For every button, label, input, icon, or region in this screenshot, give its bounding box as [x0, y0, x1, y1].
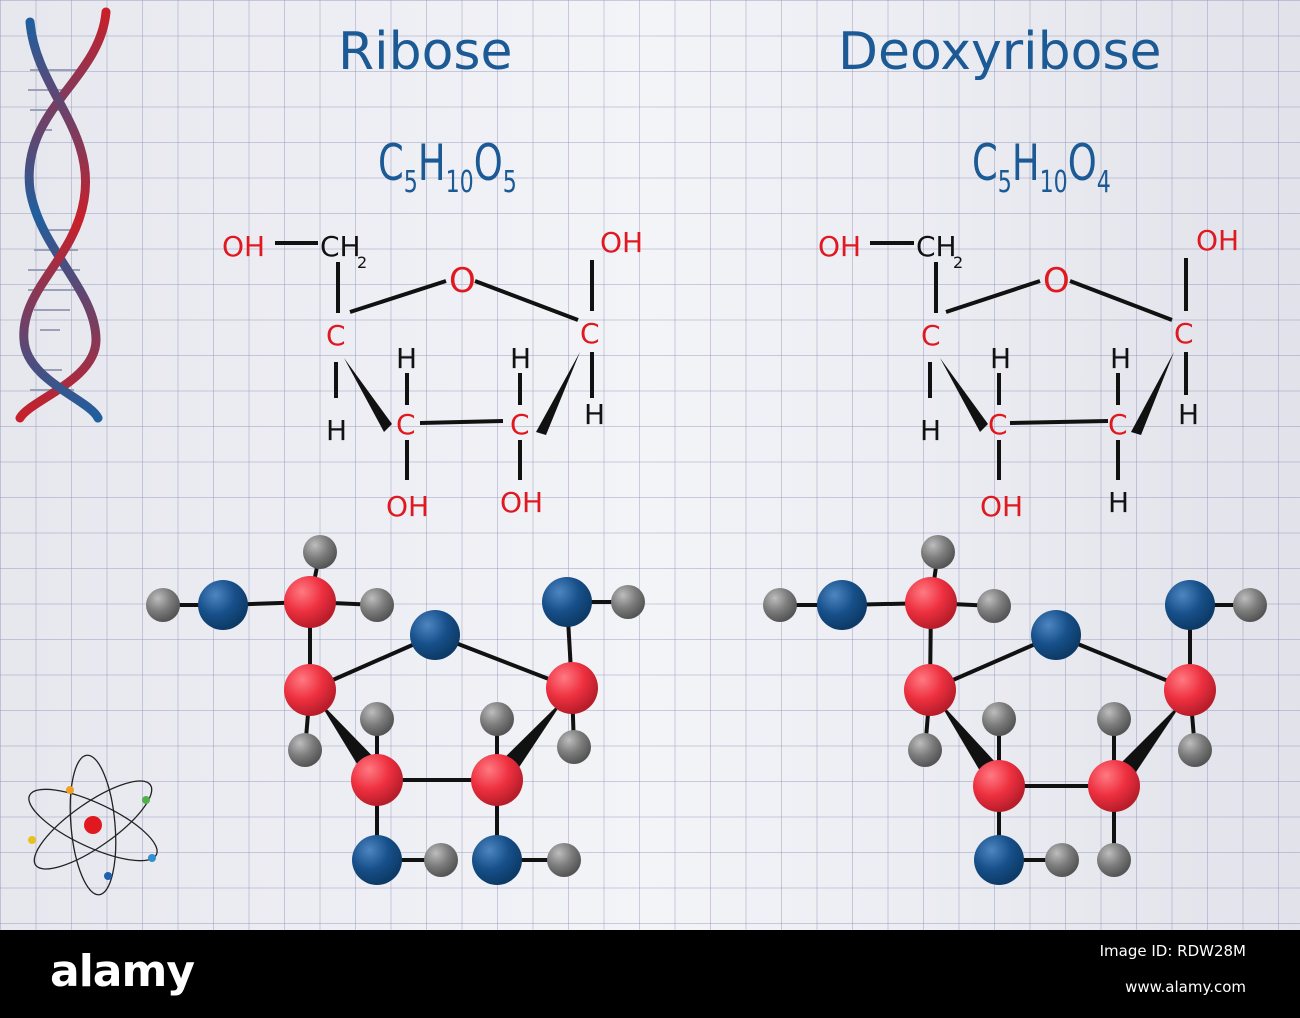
deoxy-oh-c3: OH — [980, 490, 1023, 523]
carbon-ball — [973, 760, 1025, 812]
deoxyribose-ball-and-stick — [763, 535, 1267, 885]
hydrogen-ball — [557, 730, 591, 764]
hydrogen-ball — [360, 588, 394, 622]
deoxy-c1: C — [1174, 317, 1194, 350]
diagram-svg: OH CH 2 O OH C C C C H H H H OH OH — [15, 7, 1267, 896]
title-ribose: Ribose — [338, 22, 513, 82]
hydrogen-ball — [288, 733, 322, 767]
grid-paper — [0, 0, 1300, 930]
deoxy-oh-c1: OH — [1196, 224, 1239, 257]
formula-ribose: C5H10O5 — [378, 134, 517, 200]
ribose-h-c1: H — [584, 398, 605, 431]
deoxyribose-structural-formula: OH CH 2 O OH C C C C H H H H OH H — [818, 224, 1239, 523]
oxygen-ball — [352, 835, 402, 885]
hydrogen-ball — [763, 588, 797, 622]
ribose-h-c3: H — [396, 342, 417, 375]
ribose-c3: C — [396, 408, 416, 441]
carbon-ball — [904, 664, 956, 716]
deoxy-ch2-sub: 2 — [953, 253, 963, 272]
carbon-ball — [1088, 760, 1140, 812]
hydrogen-ball — [480, 702, 514, 736]
ribose-ch2-sub: 2 — [357, 253, 367, 272]
hydrogen-ball — [303, 535, 337, 569]
oxygen-ball — [542, 577, 592, 627]
ribose-oh-c1: OH — [600, 226, 643, 259]
deoxy-h-c3: H — [990, 342, 1011, 375]
deoxy-c2: C — [1108, 408, 1128, 441]
carbon-ball — [471, 754, 523, 806]
hydrogen-ball — [1097, 843, 1131, 877]
ribose-oh-c3: OH — [386, 490, 429, 523]
oxygen-ball — [817, 580, 867, 630]
brand-logo: alamy — [50, 946, 195, 997]
formula-deoxyribose: C5H10O4 — [972, 134, 1111, 200]
carbon-ball — [351, 754, 403, 806]
deoxy-h-c1: H — [1178, 398, 1199, 431]
oxygen-ball — [472, 835, 522, 885]
hydrogen-ball — [1045, 843, 1079, 877]
oxygen-ball — [974, 835, 1024, 885]
title-deoxyribose: Deoxyribose — [838, 22, 1162, 82]
ribose-c4: C — [326, 319, 346, 352]
ribose-oh-c2: OH — [500, 486, 543, 519]
footer-bar: alamy Image ID: RDW28M www.alamy.com — [0, 930, 1300, 1018]
deoxy-oh-c5: OH — [818, 230, 861, 263]
oxygen-ball — [410, 610, 460, 660]
ribose-h-c2: H — [510, 342, 531, 375]
hydrogen-ball — [1097, 702, 1131, 736]
ribose-structural-formula: OH CH 2 O OH C C C C H H H H OH OH — [222, 226, 643, 523]
atom-icon — [28, 754, 158, 896]
oxygen-ball — [198, 580, 248, 630]
carbon-ball — [905, 577, 957, 629]
deoxy-c3: C — [988, 408, 1008, 441]
hydrogen-ball — [908, 733, 942, 767]
ribose-h-c4: H — [326, 414, 347, 447]
ribose-ch2: CH — [320, 230, 361, 263]
carbon-ball — [546, 662, 598, 714]
carbon-ball — [284, 576, 336, 628]
hydrogen-ball — [921, 535, 955, 569]
hydrogen-ball — [1178, 733, 1212, 767]
carbon-ball — [1164, 664, 1216, 716]
ribose-ring-o: O — [449, 261, 476, 301]
deoxy-ch2: CH — [916, 230, 957, 263]
deoxy-c4: C — [921, 319, 941, 352]
deoxy-h-c2-top: H — [1110, 342, 1131, 375]
deoxy-h-c4: H — [920, 414, 941, 447]
ribose-ball-and-stick — [146, 535, 645, 885]
ribose-c1: C — [580, 317, 600, 350]
deoxy-ring-o: O — [1043, 261, 1070, 301]
deoxy-h-c2-bottom: H — [1108, 486, 1129, 519]
image-id: Image ID: RDW28M — [1099, 942, 1246, 960]
hydrogen-ball — [547, 843, 581, 877]
site-url: www.alamy.com — [1125, 978, 1246, 996]
hydrogen-ball — [977, 589, 1011, 623]
carbon-ball — [284, 664, 336, 716]
hydrogen-ball — [611, 585, 645, 619]
hydrogen-ball — [424, 843, 458, 877]
hydrogen-ball — [1233, 588, 1267, 622]
hydrogen-ball — [982, 702, 1016, 736]
hydrogen-ball — [146, 588, 180, 622]
hydrogen-ball — [360, 702, 394, 736]
oxygen-ball — [1165, 580, 1215, 630]
oxygen-ball — [1031, 610, 1081, 660]
ribose-c2: C — [510, 408, 530, 441]
dna-helix-icon — [15, 7, 111, 423]
ribose-oh-c5: OH — [222, 230, 265, 263]
